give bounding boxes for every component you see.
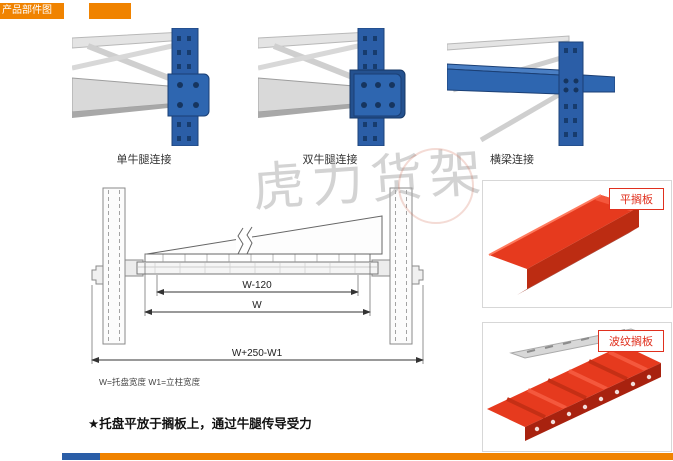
double-bracket-photo bbox=[258, 28, 426, 146]
dimension-diagram: W-120 W W+250-W1 W=托盘宽度 W1=立柱宽度 bbox=[85, 184, 430, 394]
single-bracket-illustration bbox=[72, 28, 210, 146]
dim-label-inner: W-120 bbox=[242, 280, 272, 291]
connection-label-single: 单牛腿连接 bbox=[116, 154, 172, 166]
flat-shelf-product-box: 平搁板 bbox=[482, 180, 672, 308]
corrugated-shelf-product-box: 波纹搁板 bbox=[482, 322, 672, 452]
left-upright bbox=[102, 187, 126, 345]
load-wedge bbox=[146, 214, 383, 255]
right-upright bbox=[389, 187, 413, 345]
pallet-note: ★托盘平放于搁板上，通过牛腿传导受力 bbox=[88, 417, 312, 431]
dim-label-outer: W+250-W1 bbox=[232, 348, 283, 359]
footer-blue-bar bbox=[62, 453, 100, 460]
footer-orange-bar bbox=[100, 453, 673, 460]
pallet bbox=[144, 253, 371, 263]
crossbeam-photo bbox=[447, 28, 615, 146]
flat-shelf-label: 平搁板 bbox=[609, 188, 664, 210]
dim-label-middle: W bbox=[252, 300, 262, 311]
double-bracket-illustration bbox=[258, 28, 406, 146]
crossbeam-illustration bbox=[447, 35, 615, 146]
connection-label-double: 双牛腿连接 bbox=[302, 154, 358, 166]
right-bracket-foot bbox=[411, 265, 424, 285]
page-title: 产品部件图 bbox=[0, 3, 64, 19]
single-bracket-photo bbox=[72, 28, 240, 146]
shelf-board bbox=[136, 261, 379, 275]
header-accent-bar bbox=[89, 3, 131, 19]
connection-label-crossbeam: 横梁连接 bbox=[490, 154, 534, 166]
left-bracket-foot bbox=[91, 265, 104, 285]
extension-lines bbox=[91, 263, 424, 364]
dimension-legend: W=托盘宽度 W1=立柱宽度 bbox=[99, 377, 201, 387]
corrugated-shelf-label: 波纹搁板 bbox=[598, 330, 664, 352]
